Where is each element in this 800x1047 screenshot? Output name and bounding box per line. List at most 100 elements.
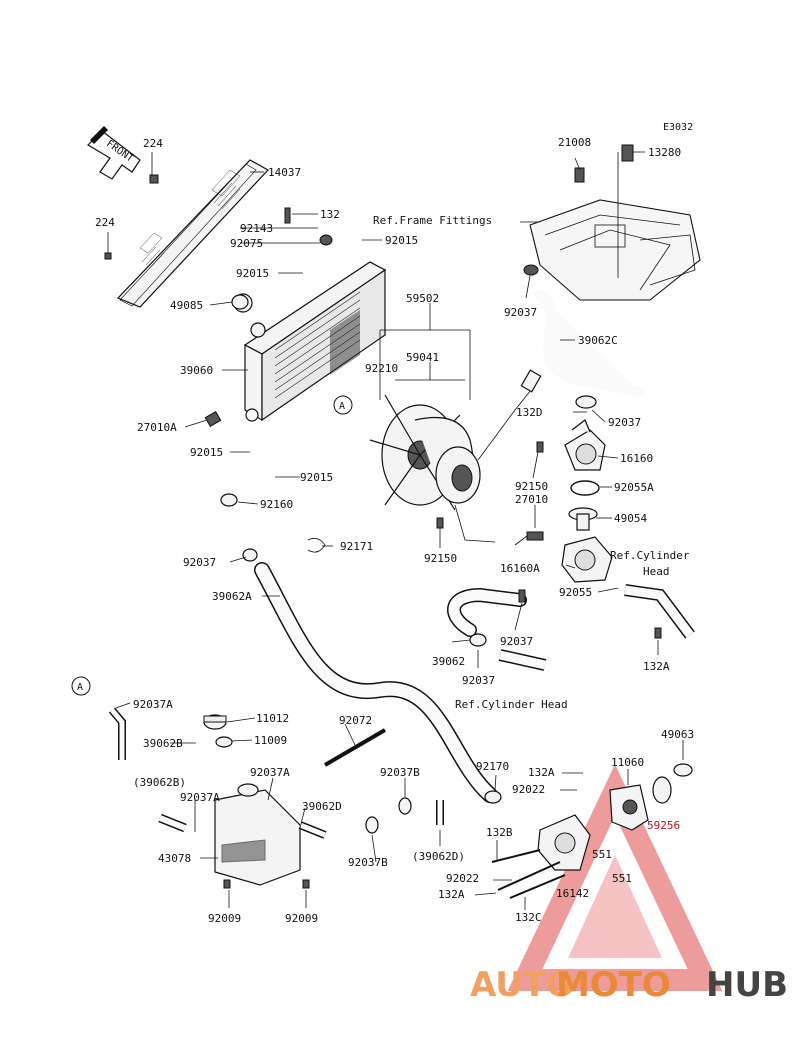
label-39062d: 39062D	[302, 800, 342, 813]
label-16142: 16142	[556, 887, 589, 900]
label-132a-c: 132A	[438, 888, 465, 901]
leader-lines	[107, 151, 684, 910]
label-92037b: 92037B	[380, 766, 420, 779]
label-11012: 11012	[256, 712, 289, 725]
front-arrow-icon: FRONT	[87, 126, 141, 180]
reservoir-tank	[214, 783, 301, 886]
ref-frame-fittings: Ref.Frame Fittings	[373, 214, 492, 227]
label-92022-b: 92022	[446, 872, 479, 885]
frame-fittings	[529, 199, 701, 301]
label-21008: 21008	[558, 136, 591, 149]
label-92170: 92170	[476, 760, 509, 773]
label-224-a: 224	[143, 137, 163, 150]
thermostat	[568, 507, 598, 531]
label-92150-b: 92150	[424, 552, 457, 565]
label-92037-c: 92037	[183, 556, 216, 569]
ref-cylinder-head-2: Ref.Cylinder Head	[455, 698, 568, 711]
watermark-triangle	[507, 764, 723, 991]
label-132a: 132A	[643, 660, 670, 673]
label-16160a: 16160A	[500, 562, 540, 575]
label-92055a: 92055A	[614, 481, 654, 494]
label-49063: 49063	[661, 728, 694, 741]
label-92160: 92160	[260, 498, 293, 511]
label-92037a-b: 92037A	[250, 766, 290, 779]
ref-cylinder-head-1a: Ref.Cylinder	[610, 549, 690, 562]
reservoir-cap-11012	[203, 714, 227, 730]
watermark-logo: AUTO MOTO HUB	[470, 965, 788, 1005]
label-39060: 39060	[180, 364, 213, 377]
label-39062c: 39062C	[578, 334, 618, 347]
label-13280: 13280	[648, 146, 681, 159]
label-92015-a: 92015	[385, 234, 418, 247]
label-92015-d: 92015	[300, 471, 333, 484]
label-43078: 43078	[158, 852, 191, 865]
label-132b: 132B	[486, 826, 513, 839]
label-14037: 14037	[268, 166, 301, 179]
label-92037-b: 92037	[608, 416, 641, 429]
label-132: 132	[320, 208, 340, 221]
label-49054: 49054	[614, 512, 647, 525]
diagram-code: E3032	[663, 122, 693, 133]
small-parts	[204, 207, 662, 889]
label-11009: 11009	[254, 734, 287, 747]
o-ring-92055a	[570, 480, 600, 496]
label-92009-b: 92009	[285, 912, 318, 925]
label-92037a-c: 92037A	[180, 791, 220, 804]
impeller-59256	[652, 776, 672, 804]
band-92072	[323, 728, 387, 767]
label-39062a: 39062A	[212, 590, 252, 603]
label-132c: 132C	[515, 911, 542, 924]
label-92015-b: 92015	[236, 267, 269, 280]
radiator-screen	[104, 159, 269, 308]
fan-relay	[621, 144, 634, 162]
label-11060: 11060	[611, 756, 644, 769]
label-132d: 132D	[516, 406, 543, 419]
svg-text:A: A	[339, 401, 345, 412]
water-pump-cover-11060	[609, 784, 649, 831]
label-551-a: 551	[592, 848, 612, 861]
label-92037-a: 92037	[504, 306, 537, 319]
label-92015-c: 92015	[190, 446, 223, 459]
label-92055: 92055	[559, 586, 592, 599]
label-132a-b: 132A	[528, 766, 555, 779]
clamp-92037b-b	[365, 816, 379, 834]
label-92210: 92210	[365, 362, 398, 375]
water-pump	[537, 814, 591, 871]
label-92037-d: 92037	[500, 635, 533, 648]
label-551-b: 551	[612, 872, 632, 885]
ref-cylinder-head-1b: Head	[643, 565, 670, 578]
label-92037-e: 92037	[462, 674, 495, 687]
label-59502: 59502	[406, 292, 439, 305]
watermark-part1: AUTO	[470, 965, 575, 1005]
label-39062d-paren: (39062D)	[412, 850, 465, 863]
svg-text:A: A	[77, 682, 83, 693]
thermostat-housing	[564, 419, 606, 471]
label-92009-a: 92009	[208, 912, 241, 925]
callout-a-lower: A	[71, 676, 91, 696]
radiator	[233, 261, 387, 422]
fuse-holder	[574, 167, 585, 183]
label-39062: 39062	[432, 655, 465, 668]
fan-motor	[435, 369, 542, 543]
part-labels: 224 14037 224 132 92143 92075 92015 9201…	[95, 136, 694, 925]
watermark-part3: HUB	[706, 965, 788, 1005]
label-92037a: 92037A	[133, 698, 173, 711]
label-49085: 49085	[170, 299, 203, 312]
label-16160: 16160	[620, 452, 653, 465]
label-92075: 92075	[230, 237, 263, 250]
label-27010: 27010	[515, 493, 548, 506]
label-27010a: 27010A	[137, 421, 177, 434]
temp-sensor-27010	[514, 531, 544, 546]
bolts	[491, 849, 566, 899]
label-39062b-paren: (39062B)	[133, 776, 186, 789]
gasket-11009	[215, 736, 233, 748]
label-224-b: 224	[95, 216, 115, 229]
callout-a-upper: A	[333, 395, 353, 415]
clamp-92037b-a	[398, 797, 412, 815]
label-92171: 92171	[340, 540, 373, 553]
oil-seal-49063	[673, 763, 693, 777]
label-92037b-b: 92037B	[348, 856, 388, 869]
label-39062b: 39062B	[143, 737, 183, 750]
label-59041: 59041	[406, 351, 439, 364]
